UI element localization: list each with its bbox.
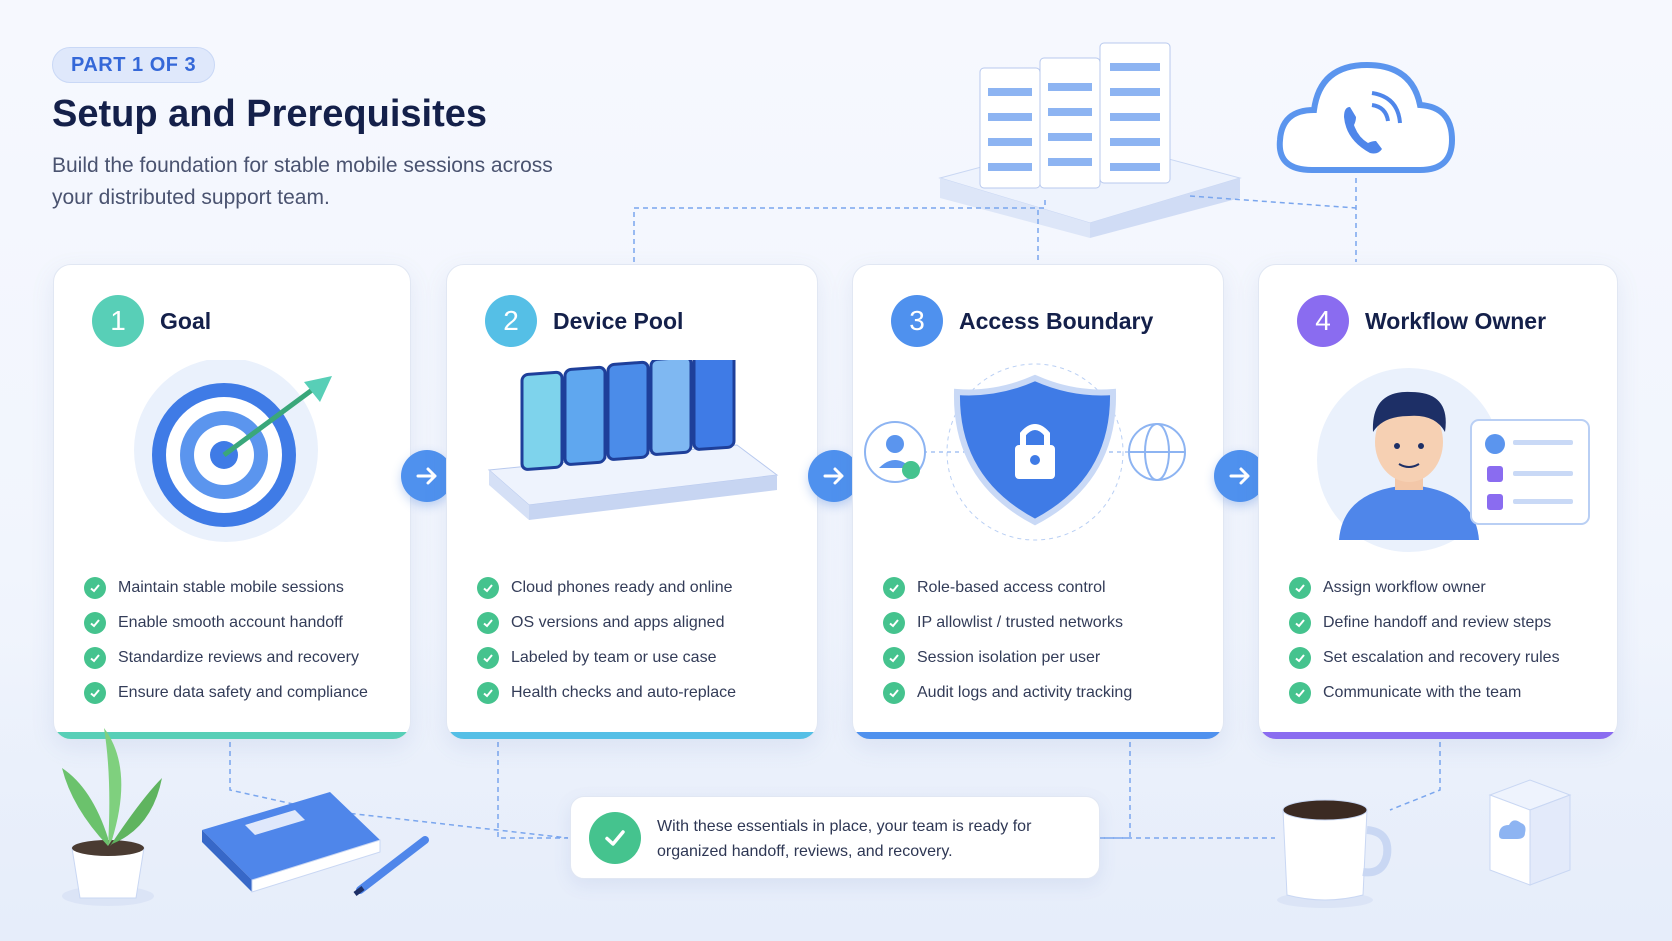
coffee-mug-icon — [1277, 799, 1392, 908]
list-item: Enable smooth account handoff — [84, 605, 368, 640]
list-item: Set escalation and recovery rules — [1289, 640, 1560, 675]
target-icon — [134, 360, 332, 542]
check-icon — [1289, 611, 1311, 634]
next-arrow-button[interactable] — [1214, 450, 1266, 502]
check-icon — [1289, 646, 1311, 669]
card-workflow-owner: 4 Workflow Owner Assign workflow owner D… — [1258, 264, 1618, 740]
check-icon — [477, 576, 499, 599]
list-item: Ensure data safety and compliance — [84, 675, 368, 710]
check-icon — [1289, 681, 1311, 704]
person-checklist-icon — [1317, 368, 1590, 552]
arrow-right-icon — [416, 467, 437, 485]
check-icon — [883, 576, 905, 599]
card-accent-bar — [1259, 732, 1617, 739]
card-accent-bar — [447, 732, 817, 739]
check-icon — [477, 681, 499, 704]
arrow-right-icon — [823, 467, 844, 485]
list-item: Role-based access control — [883, 570, 1132, 605]
list-item: Labeled by team or use case — [477, 640, 736, 675]
list-item: Define handoff and review steps — [1289, 605, 1560, 640]
check-icon — [84, 681, 106, 704]
check-icon — [883, 646, 905, 669]
summary-note: With these essentials in place, your tea… — [570, 796, 1100, 879]
check-icon — [477, 646, 499, 669]
list-item: Standardize reviews and recovery — [84, 640, 368, 675]
step-number-badge: 2 — [485, 295, 537, 347]
card-device-pool: 2 Device Pool Cloud phones ready and onl… — [446, 264, 818, 740]
list-item: Communicate with the team — [1289, 675, 1560, 710]
cloud-phone-icon — [1276, 61, 1456, 173]
list-item: OS versions and apps aligned — [477, 605, 736, 640]
check-icon — [84, 646, 106, 669]
list-item: Maintain stable mobile sessions — [84, 570, 368, 605]
list-item: Session isolation per user — [883, 640, 1132, 675]
check-circle-icon — [589, 812, 641, 864]
arrow-right-icon — [1229, 467, 1250, 485]
card-accent-bar — [54, 732, 410, 739]
card-title: Workflow Owner — [1365, 307, 1547, 334]
card-goal: 1 Goal Maintain stable mobile sessions E… — [53, 264, 411, 740]
step-number-badge: 3 — [891, 295, 943, 347]
check-icon — [84, 576, 106, 599]
step-number-badge: 1 — [92, 295, 144, 347]
check-icon — [883, 611, 905, 634]
list-item: Audit logs and activity tracking — [883, 675, 1132, 710]
phone-rack-icon — [487, 360, 779, 520]
plant-icon — [62, 728, 162, 906]
check-icon — [84, 611, 106, 634]
list-item: IP allowlist / trusted networks — [883, 605, 1132, 640]
next-arrow-button[interactable] — [401, 450, 453, 502]
check-icon — [1289, 576, 1311, 599]
card-title: Device Pool — [553, 307, 684, 334]
page-subtitle: Build the foundation for stable mobile s… — [52, 154, 553, 209]
card-title: Goal — [160, 307, 212, 334]
notebook-icon — [202, 792, 429, 896]
next-arrow-button[interactable] — [808, 450, 860, 502]
part-badge: PART 1 OF 3 — [52, 47, 216, 83]
shield-lock-icon — [864, 363, 1186, 541]
check-icon — [883, 681, 905, 704]
card-title: Access Boundary — [959, 307, 1154, 334]
list-item: Health checks and auto-replace — [477, 675, 736, 710]
summary-note-text: With these essentials in place, your tea… — [657, 818, 1032, 860]
list-item: Assign workflow owner — [1289, 570, 1560, 605]
page-title: Setup and Prerequisites — [52, 93, 488, 135]
card-accent-bar — [853, 732, 1223, 739]
check-icon — [477, 611, 499, 634]
step-number-badge: 4 — [1297, 295, 1349, 347]
device-cube-icon — [1488, 779, 1572, 886]
list-item: Cloud phones ready and online — [477, 570, 736, 605]
card-access-boundary: 3 Access Boundary Role-based access cont… — [852, 264, 1224, 740]
